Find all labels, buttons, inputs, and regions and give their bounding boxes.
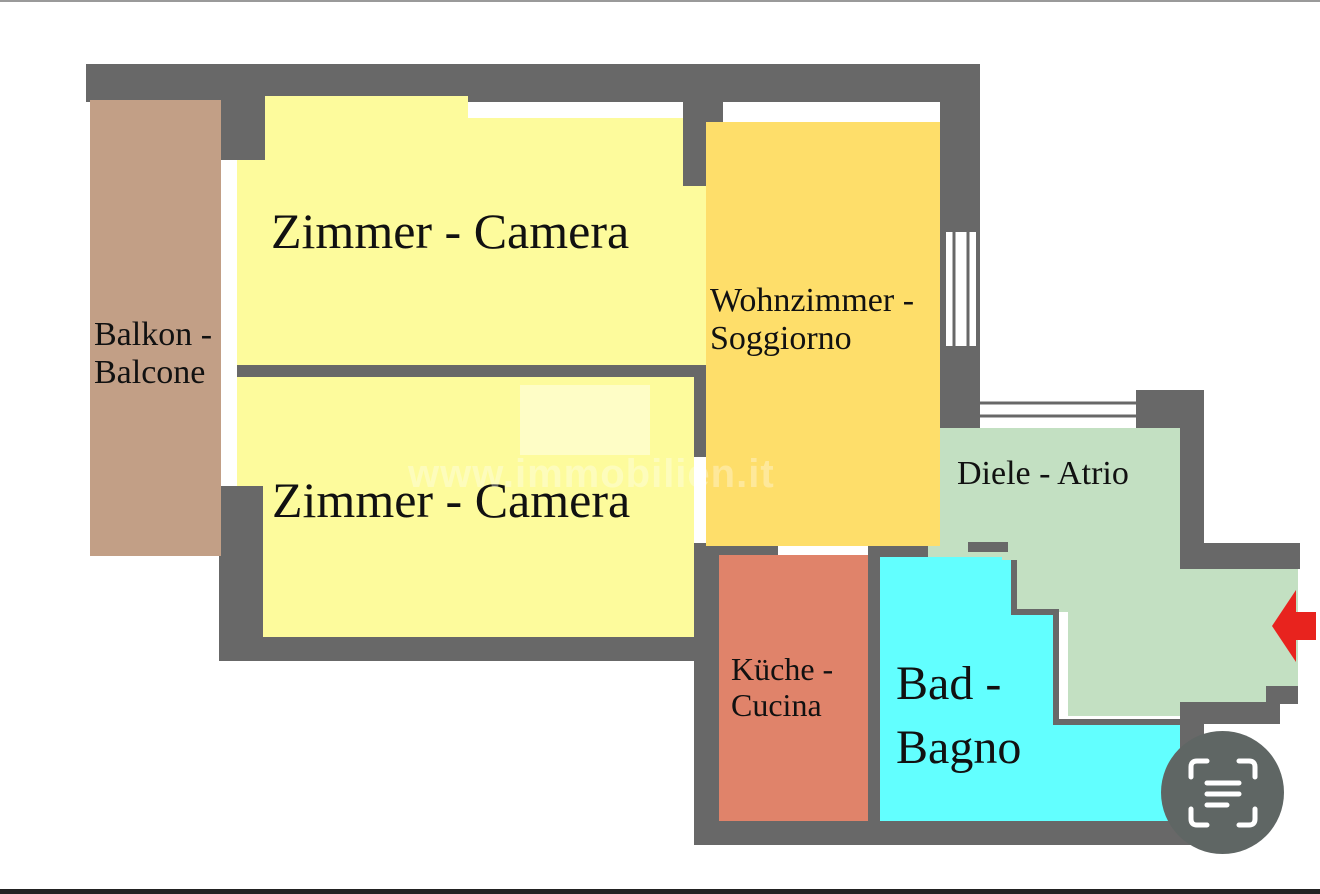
bath-label: Bad - Bagno [896, 652, 1021, 780]
living-ext [719, 455, 940, 546]
bath-hall-wall [1011, 560, 1180, 725]
wall-divider [237, 365, 717, 377]
bath-floor [880, 557, 1180, 821]
kitchen-label: Küche - Cucina [731, 651, 834, 724]
balcony-label-line2: Balcone [94, 354, 206, 392]
balcony-label-line1: Balkon - [94, 316, 213, 353]
door-mark [968, 542, 1008, 552]
watermark: www.immobilien.it [408, 452, 775, 496]
wall-hall-east [1180, 390, 1204, 570]
room-label-bottom: Zimmer - Camera [272, 472, 631, 528]
scan-text-button[interactable] [1161, 731, 1284, 854]
wall-south-service [694, 821, 1206, 845]
kitchen-label-line2: Cucina [731, 686, 822, 723]
wall-entry-north [1180, 543, 1300, 569]
room-label-top: Zimmer - Camera [271, 203, 630, 259]
bottom-border [0, 889, 1320, 894]
kitchen-label-line1: Küche - [731, 651, 834, 687]
hall-label: Diele - Atrio [957, 455, 1129, 492]
balcony-label: Balkon - Balcone [94, 316, 212, 392]
balcony-floor [90, 100, 221, 556]
bath-label-line2: Bagno [896, 720, 1022, 774]
wall-bath-north [868, 545, 928, 557]
hall-floor [928, 428, 1298, 716]
floor-highlight [520, 385, 650, 455]
bath-label-line1: Bad - [896, 657, 1002, 710]
wall-south-rooms [219, 637, 719, 661]
living-label-line1: Wohnzimmer - [710, 282, 915, 319]
entrance-arrow-icon [1272, 590, 1316, 662]
top-border [0, 0, 1320, 2]
room-top-floor [237, 96, 706, 365]
living-label: Wohnzimmer - Soggiorno [710, 282, 914, 358]
text-scan-icon [1188, 758, 1257, 827]
wall-entry-stub [1266, 686, 1298, 704]
wall-kitchen-west [694, 543, 719, 845]
wall-north [86, 64, 980, 102]
wall-entry-south [1180, 702, 1280, 724]
living-label-line2: Soggiorno [710, 320, 852, 358]
wall-pillar-nw [221, 96, 265, 160]
window-east [946, 232, 976, 346]
window-hall [980, 392, 1136, 426]
wall-west-lower [219, 486, 263, 661]
wall-kitchen-bath [868, 545, 880, 835]
kitchen-floor [719, 555, 868, 821]
